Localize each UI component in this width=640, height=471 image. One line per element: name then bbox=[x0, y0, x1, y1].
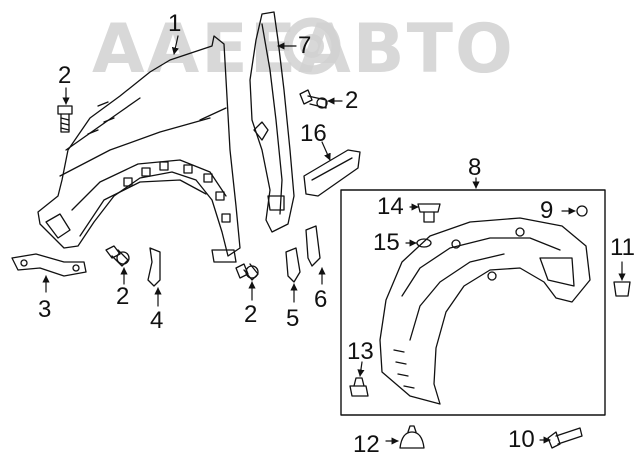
mounting-bracket-part-6 bbox=[305, 225, 321, 267]
mounting-bracket-part-4 bbox=[147, 247, 161, 287]
leader-arrows bbox=[42, 35, 626, 445]
bolt-part-a bbox=[57, 105, 73, 133]
callout-2-a: 2 bbox=[58, 62, 72, 89]
inner-fender-liner-part bbox=[379, 217, 591, 405]
callout-11: 11 bbox=[610, 234, 635, 261]
callout-5: 5 bbox=[286, 305, 300, 332]
bolt-part-d bbox=[235, 263, 259, 281]
callout-13: 13 bbox=[347, 338, 374, 365]
callout-7: 7 bbox=[298, 32, 312, 59]
push-pin-part-12 bbox=[399, 425, 425, 449]
nut-part-9 bbox=[576, 205, 588, 217]
fender-seal-part bbox=[303, 149, 361, 197]
screw-part-10 bbox=[547, 427, 583, 449]
callout-14: 14 bbox=[377, 193, 404, 220]
mounting-bracket-part-5 bbox=[285, 247, 301, 283]
rivet-part-11 bbox=[613, 281, 631, 297]
callout-2-b: 2 bbox=[345, 87, 359, 114]
fender-insulator-strip-part bbox=[249, 11, 295, 233]
bolt-part-c bbox=[105, 245, 130, 267]
callout-3: 3 bbox=[38, 296, 52, 323]
front-fender-part bbox=[37, 35, 241, 263]
callout-12: 12 bbox=[353, 431, 380, 458]
callout-16: 16 bbox=[300, 120, 327, 147]
callout-4: 4 bbox=[150, 307, 164, 334]
bolt-part-b bbox=[299, 89, 328, 109]
inner-fender-group-box bbox=[340, 189, 606, 416]
callout-9: 9 bbox=[540, 197, 554, 224]
callout-2-d: 2 bbox=[244, 301, 258, 328]
callout-8: 8 bbox=[468, 154, 482, 181]
callout-6: 6 bbox=[314, 286, 328, 313]
callout-10: 10 bbox=[508, 426, 535, 453]
washer-part-15 bbox=[416, 238, 432, 248]
callout-2-c: 2 bbox=[116, 283, 130, 310]
callout-15: 15 bbox=[373, 229, 400, 256]
callout-1: 1 bbox=[168, 10, 182, 37]
fender-bracket-part bbox=[11, 253, 87, 277]
clip-part-13 bbox=[349, 377, 369, 397]
clip-part-14 bbox=[417, 203, 441, 223]
